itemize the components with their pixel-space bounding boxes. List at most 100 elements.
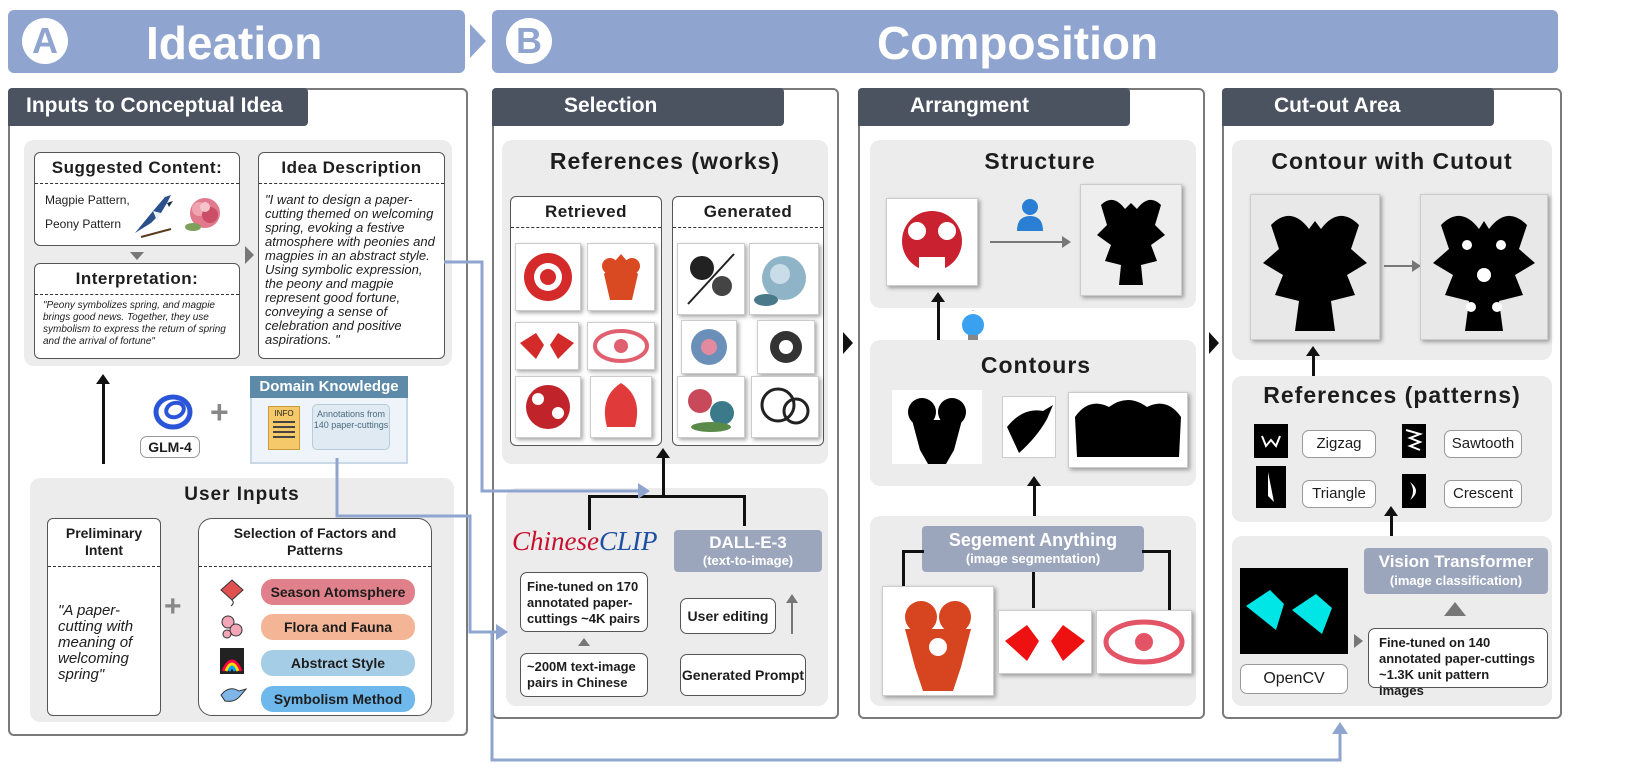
contour-image: [1250, 194, 1380, 340]
ideation-banner: A Ideation: [8, 10, 465, 73]
idea-description-title: Idea Description: [259, 153, 444, 184]
opencv-image: [1240, 568, 1348, 654]
domain-to-clip-line: [335, 458, 498, 634]
patterns-title: References (patterns): [1263, 382, 1521, 408]
factor-pill-abstract[interactable]: Abstract Style: [261, 650, 415, 676]
banner-arrow-icon: [470, 24, 486, 58]
plus-icon: +: [210, 394, 229, 430]
generated-prompt-box: Generated Prompt: [680, 654, 806, 696]
opencv-arrowhead-icon: [1332, 722, 1348, 734]
up-arrow-head-icon: [96, 374, 110, 384]
chineseclip-logo: ChineseCLIP: [512, 526, 658, 557]
domain-knowledge-title: Domain Knowledge: [250, 376, 408, 398]
preliminary-intent-text: "A paper-cutting with meaning of welcomi…: [58, 602, 134, 683]
plus-icon-2: +: [164, 590, 182, 623]
sam-label: Segement Anything: [948, 530, 1118, 550]
suggested-content-title: Suggested Content:: [35, 153, 239, 184]
section-b-badge: B: [506, 18, 552, 64]
merge-line-top: [588, 495, 746, 498]
idea-description-text: "I want to design a paper-cutting themed…: [265, 192, 435, 347]
factor-pill-flora[interactable]: Flora and Fauna: [261, 614, 415, 640]
vit-sublabel: (image classification): [1389, 573, 1523, 588]
up-triangle-icon: [578, 638, 590, 646]
retrieved-image: [515, 322, 579, 370]
contour-image: [1068, 392, 1188, 468]
bird-icon: [220, 688, 247, 702]
user-editing-box[interactable]: User editing: [680, 598, 776, 634]
interpretation-title: Interpretation:: [35, 264, 239, 295]
edit-arrow-line: [791, 602, 793, 634]
retrieved-title: Retrieved: [511, 197, 661, 228]
panel-arrow-icon: [1209, 332, 1219, 354]
sam-branch-left-v: [902, 550, 905, 586]
merge-line-up: [662, 454, 665, 496]
interpretation-box: Interpretation: "Peony symbolizes spring…: [34, 263, 240, 359]
references-works-title: References (works): [549, 148, 781, 174]
flower-icon: [221, 615, 243, 639]
opencv-label: OpenCV: [1240, 664, 1348, 694]
up-arrow-line: [102, 380, 105, 464]
cutout-up-head-icon: [1306, 346, 1320, 356]
contour-cutout-title: Contour with Cutout: [1271, 148, 1513, 174]
sam-branch-left-h: [902, 550, 924, 553]
arrangement-panel: Arrangment Structure Contours Segement A…: [858, 88, 1205, 719]
retrieved-image: [515, 376, 581, 438]
section-a-badge: A: [22, 18, 68, 64]
pattern-label-sawtooth: Sawtooth: [1444, 430, 1522, 458]
finetuned-clip-box: Fine-tuned on 170 annotated paper-cuttin…: [520, 572, 648, 632]
retrieved-image: [587, 322, 655, 370]
preliminary-intent-title: Preliminary Intent: [48, 519, 160, 567]
factors-box: Selection of Factors and Patterns Season…: [198, 518, 432, 716]
info-document-icon: INFO: [268, 406, 300, 450]
segment-image: [1096, 610, 1192, 674]
composition-title: Composition: [877, 17, 1159, 69]
info-document-label: INFO: [274, 409, 294, 418]
suggested-item-magpie: Magpie Pattern,: [45, 193, 130, 207]
dalle3-label: DALL-E-3: [709, 533, 787, 552]
structure-silhouette-image: [1080, 184, 1182, 296]
pattern-label-zigzag: Zigzag: [1302, 430, 1376, 458]
sam-branch-right-v: [1168, 550, 1171, 610]
right-arrow-icon: [245, 246, 254, 264]
cutout-tab: Cut-out Area: [1222, 88, 1494, 126]
generated-image: [751, 376, 819, 438]
suggested-content-box: Suggested Content: Magpie Pattern, Peony…: [34, 152, 240, 246]
generated-image: [677, 243, 745, 315]
contours-up-line: [937, 298, 940, 370]
contour-image: [892, 390, 982, 464]
pattern-label-triangle: Triangle: [1302, 480, 1376, 508]
chineseclip-logo-chinese: Chinese: [512, 526, 599, 556]
structure-source-image: [886, 198, 978, 286]
vit-triangle-icon: [1444, 602, 1466, 616]
structure-arrow-line: [990, 241, 1064, 243]
clip-arrowhead-icon: [496, 624, 508, 640]
pairs-box: ~200M text-image pairs in Chinese: [520, 653, 648, 697]
dalle3-box: DALL-E-3 (text-to-image): [674, 530, 822, 572]
triangle-pattern-icon: [1256, 466, 1286, 508]
edit-arrow-head-icon: [786, 594, 798, 603]
factor-pill-season[interactable]: Season Atomsphere: [261, 579, 415, 605]
cutout-result-image: [1420, 194, 1548, 340]
glm4-label: GLM-4: [140, 436, 200, 458]
vit-label: Vision Transformer: [1378, 552, 1534, 571]
contour-image: [1002, 396, 1056, 458]
lightbulb-icon: [962, 310, 984, 341]
contours-title: Contours: [980, 352, 1092, 378]
sam-box: Segement Anything (image segmentation): [922, 526, 1144, 572]
patterns-up-head-icon: [1384, 506, 1398, 516]
kite-icon: [220, 579, 244, 607]
cutout-up-line: [1312, 352, 1315, 386]
factor-pill-symbolism[interactable]: Symbolism Method: [261, 686, 415, 712]
generated-image: [757, 320, 815, 374]
contours-up-head-icon: [931, 292, 945, 302]
factors-title: Selection of Factors and Patterns: [199, 519, 431, 567]
vit-box: Vision Transformer (image classification…: [1364, 548, 1548, 594]
generated-title: Generated: [673, 197, 823, 228]
sam-up-line: [1033, 482, 1036, 530]
interpretation-text: "Peony symbolizes spring, and magpie bri…: [43, 300, 226, 347]
sam-up-head-icon: [1027, 476, 1041, 486]
structure-title: Structure: [984, 148, 1096, 174]
cutout-panel: Cut-out Area Contour with Cutout Referen…: [1222, 88, 1562, 719]
segment-source-image: [882, 586, 994, 696]
idea-to-selection-line: [444, 260, 640, 493]
